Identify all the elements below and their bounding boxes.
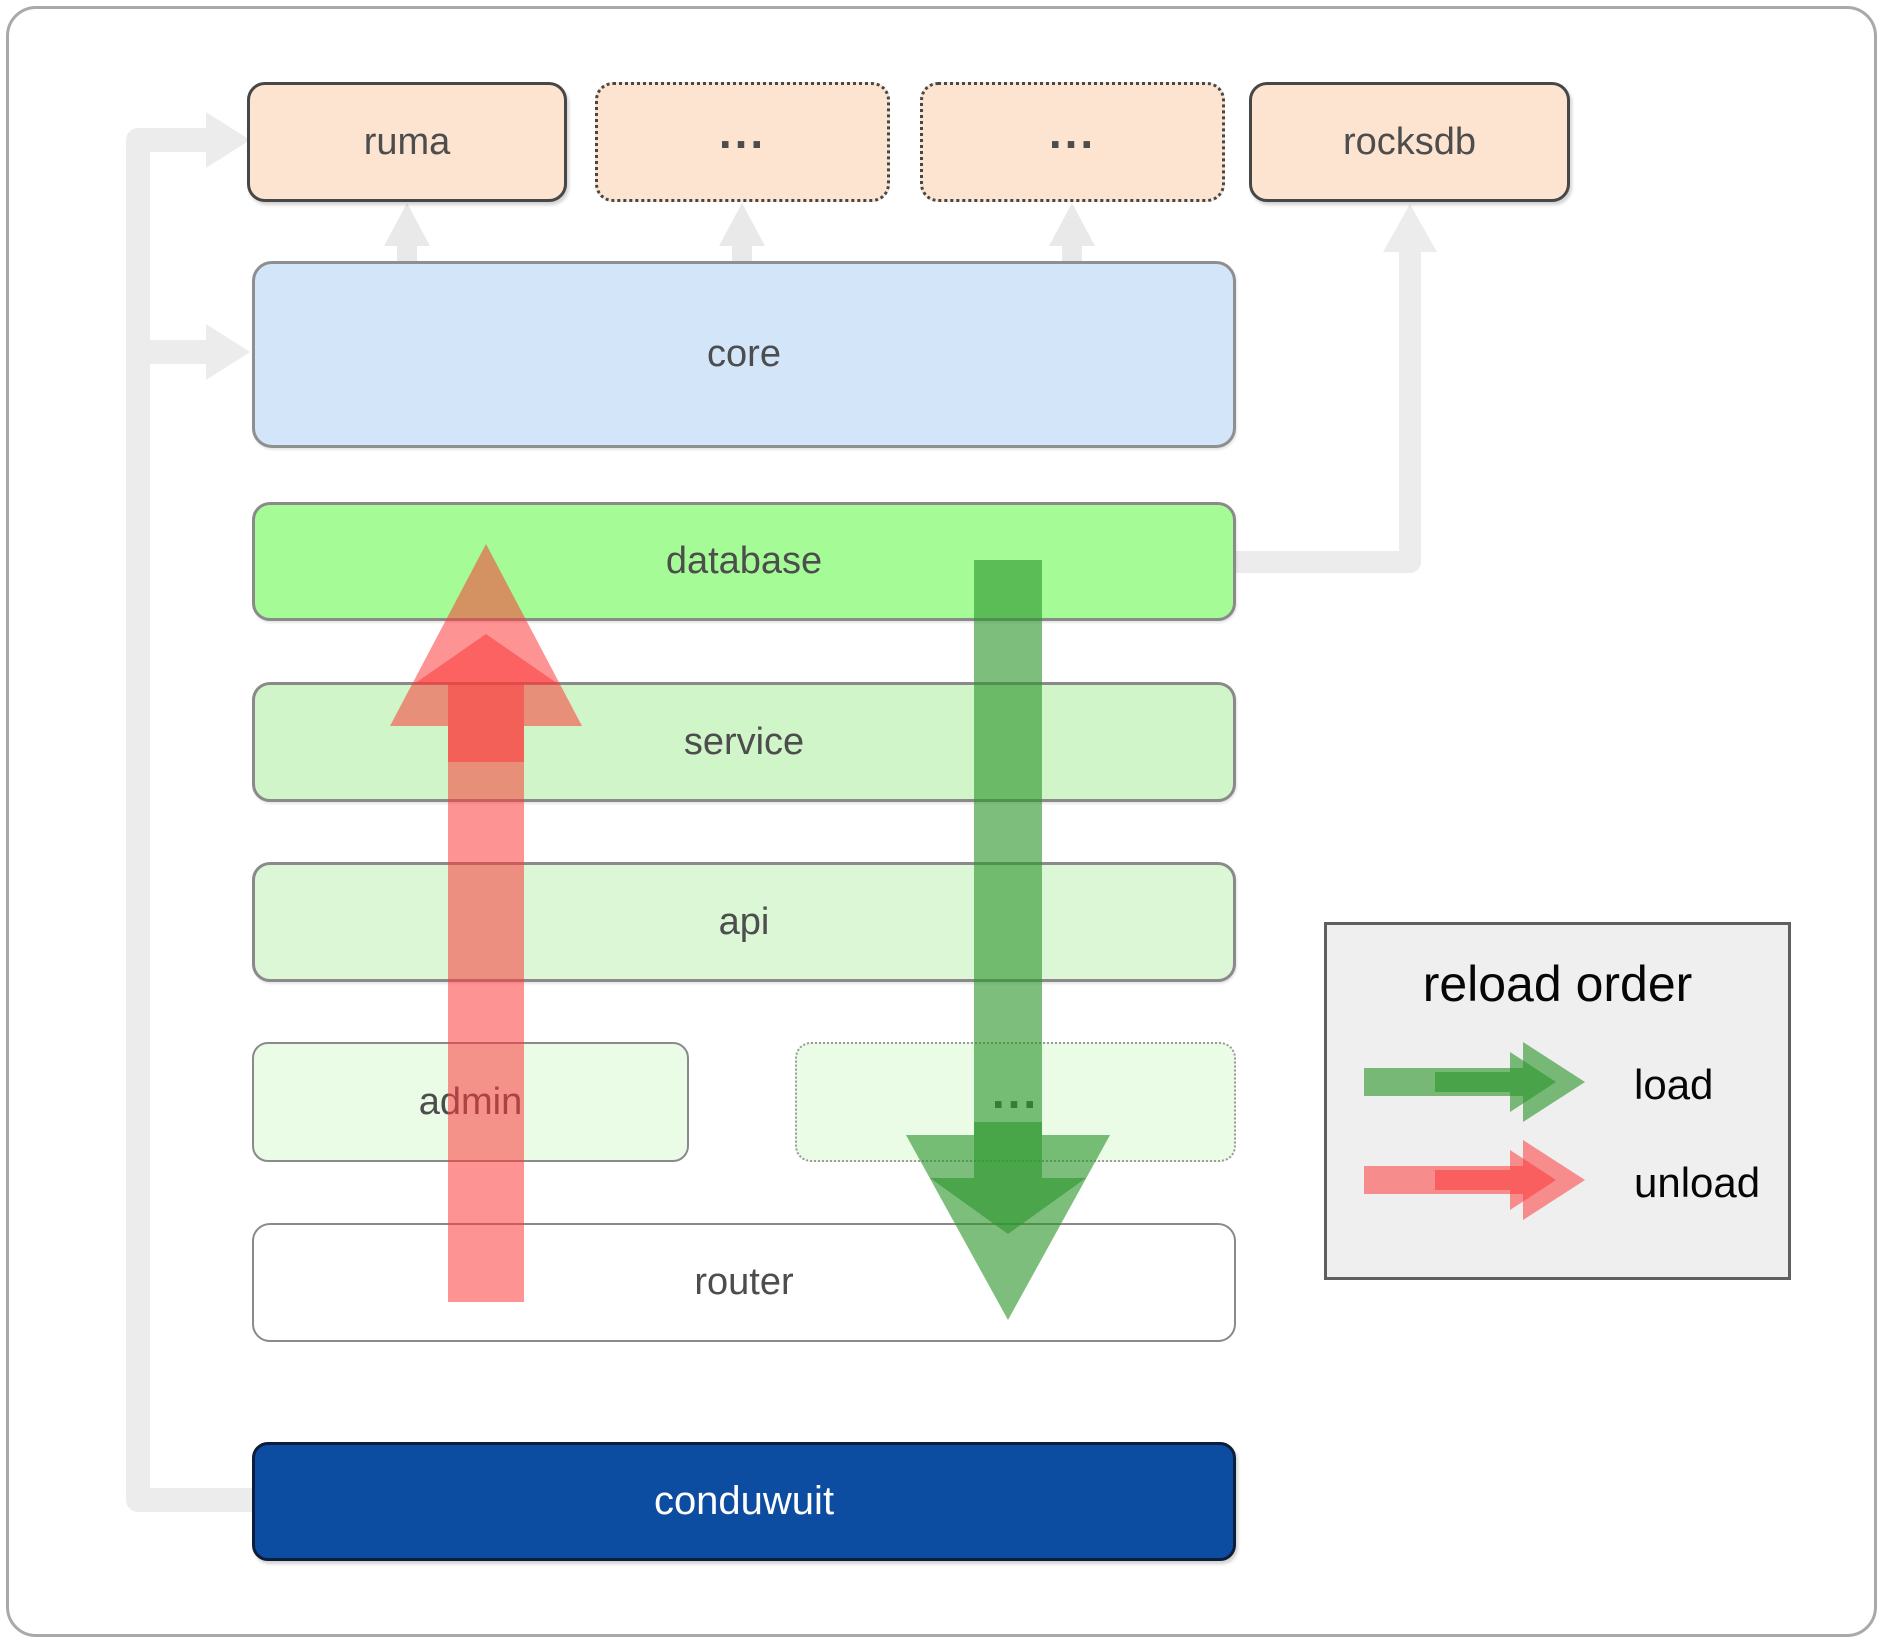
box-external-2-label: ...: [1048, 106, 1097, 158]
box-admin-label: admin: [418, 1080, 523, 1123]
box-external-2: ...: [920, 82, 1225, 202]
legend-load-label: load: [1634, 1061, 1714, 1108]
box-core-label: core: [707, 333, 781, 375]
legend-reload-order: reload order load unload: [1324, 922, 1791, 1280]
box-rocksdb-label: rocksdb: [1342, 120, 1477, 163]
box-database-label: database: [665, 540, 823, 582]
box-database: database: [252, 502, 1236, 621]
box-api: api: [252, 862, 1236, 982]
box-conduwuit: conduwuit: [252, 1442, 1236, 1561]
box-ruma: ruma: [247, 82, 567, 202]
box-router-label: router: [694, 1261, 794, 1303]
box-router: router: [252, 1223, 1236, 1342]
box-more-services: ...: [795, 1042, 1236, 1162]
box-conduwuit-label: conduwuit: [653, 1479, 835, 1523]
box-external-1: ...: [595, 82, 890, 202]
box-api-label: api: [718, 900, 770, 943]
box-admin: admin: [252, 1042, 689, 1162]
outer-frame: [6, 6, 1877, 1637]
box-service: service: [252, 682, 1236, 802]
box-core: core: [252, 261, 1236, 448]
box-ruma-label: ruma: [363, 120, 451, 163]
legend-unload-label: unload: [1634, 1159, 1761, 1206]
box-more-services-label: ...: [991, 1066, 1040, 1118]
box-external-1-label: ...: [718, 106, 767, 158]
box-service-label: service: [683, 720, 805, 763]
legend-title: reload order: [1422, 956, 1693, 1012]
box-rocksdb: rocksdb: [1249, 82, 1570, 202]
